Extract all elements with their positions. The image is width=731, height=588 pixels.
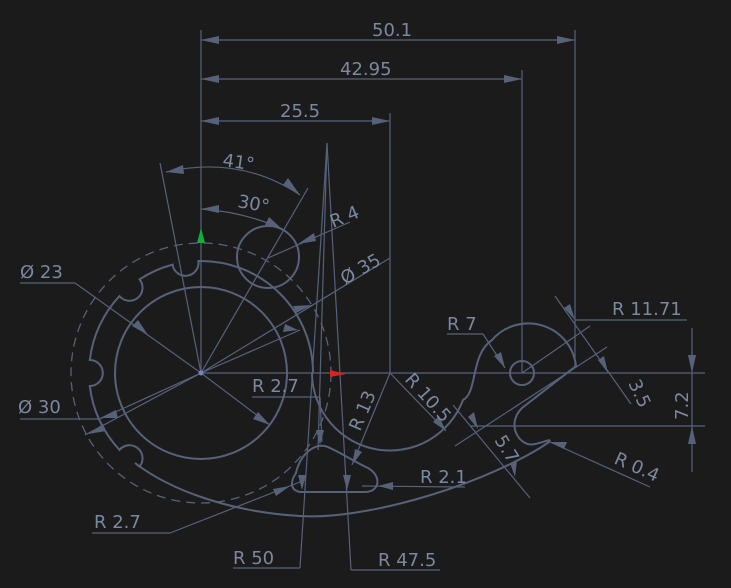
dimension-42-95: [201, 75, 522, 83]
label-7-2: 7.2: [672, 391, 693, 420]
reference-lines: [200, 30, 705, 427]
inner-circle: [114, 286, 288, 460]
label-dia30: Ø 30: [18, 397, 61, 418]
origin-point-icon: [198, 370, 204, 376]
label-dia35: Ø 35: [337, 250, 385, 290]
x-axis-marker-icon: [330, 370, 346, 377]
angle-41: 41°: [221, 150, 256, 175]
gear-profile: [88, 259, 314, 468]
dim-50-1: 50.1: [372, 20, 412, 41]
dimension-50-1: [201, 36, 575, 44]
leaders: [92, 142, 696, 571]
label-r13: R 13: [345, 388, 380, 434]
label-r4: R 4: [327, 202, 362, 233]
label-r7: R 7: [447, 314, 477, 335]
hook-profile: [134, 322, 578, 518]
label-r2-1: R 2.1: [420, 467, 467, 488]
angle-lines: [159, 162, 309, 374]
label-r47-5: R 47.5: [378, 550, 436, 571]
dimension-25-5: [201, 117, 390, 125]
angle-30: 30°: [236, 191, 271, 217]
r7-center-circle: [509, 360, 535, 386]
r4-circle: [236, 225, 300, 289]
label-r2-7-bottom: R 2.7: [94, 512, 141, 533]
label-r11-71: R 11.71: [612, 299, 682, 320]
y-axis-marker-icon: [197, 228, 205, 243]
label-r50: R 50: [233, 548, 274, 569]
dim-25-5: 25.5: [280, 101, 320, 122]
label-r2-7-top: R 2.7: [252, 376, 299, 397]
label-r10-5: R 10.5: [400, 369, 455, 426]
label-3-5: 3.5: [623, 376, 654, 411]
label-dia23: Ø 23: [20, 262, 63, 283]
dim-42-95: 42.95: [340, 59, 392, 80]
center-leaders: [20, 221, 391, 436]
